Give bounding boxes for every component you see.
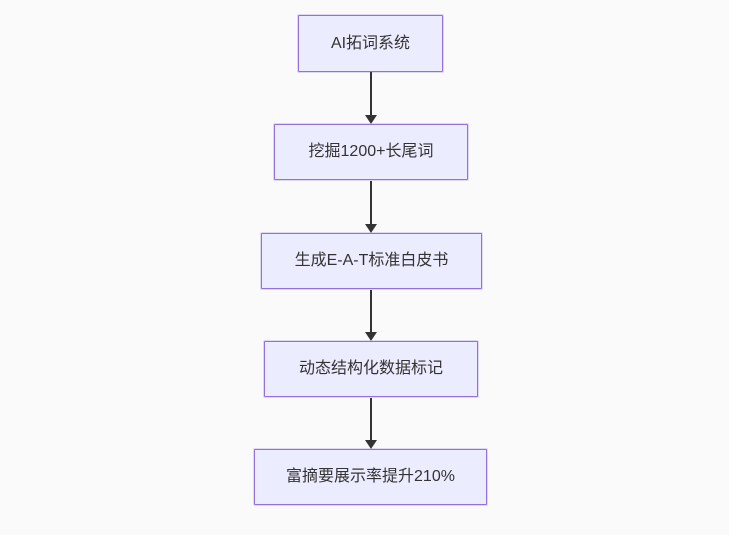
flow-node-label: 挖掘1200+长尾词	[308, 143, 434, 161]
arrow-line	[370, 398, 372, 440]
edge-arrow-2	[365, 181, 377, 233]
flow-node-structured-data-markup: 动态结构化数据标记	[264, 341, 478, 397]
flow-node-label: AI拓词系统	[330, 34, 411, 52]
edge-arrow-3	[365, 290, 377, 341]
flow-node-eat-whitepaper: 生成E-A-T标准白皮书	[261, 233, 482, 289]
arrowhead-down-icon	[365, 332, 377, 341]
arrow-line	[370, 181, 372, 224]
flow-node-longtail-mining: 挖掘1200+长尾词	[274, 124, 468, 180]
edge-arrow-1	[365, 72, 377, 124]
flow-node-label: 动态结构化数据标记	[298, 360, 443, 378]
flow-node-label: 富摘要展示率提升210%	[286, 468, 455, 486]
arrow-line	[370, 290, 372, 332]
edge-arrow-4	[365, 398, 377, 449]
flow-node-label: 生成E-A-T标准白皮书	[294, 252, 449, 270]
flow-node-rich-snippet-result: 富摘要展示率提升210%	[254, 449, 487, 505]
arrowhead-down-icon	[365, 115, 377, 124]
flow-node-ai-keyword-system: AI拓词系统	[298, 15, 443, 72]
arrowhead-down-icon	[365, 224, 377, 233]
arrowhead-down-icon	[365, 440, 377, 449]
arrow-line	[370, 72, 372, 115]
